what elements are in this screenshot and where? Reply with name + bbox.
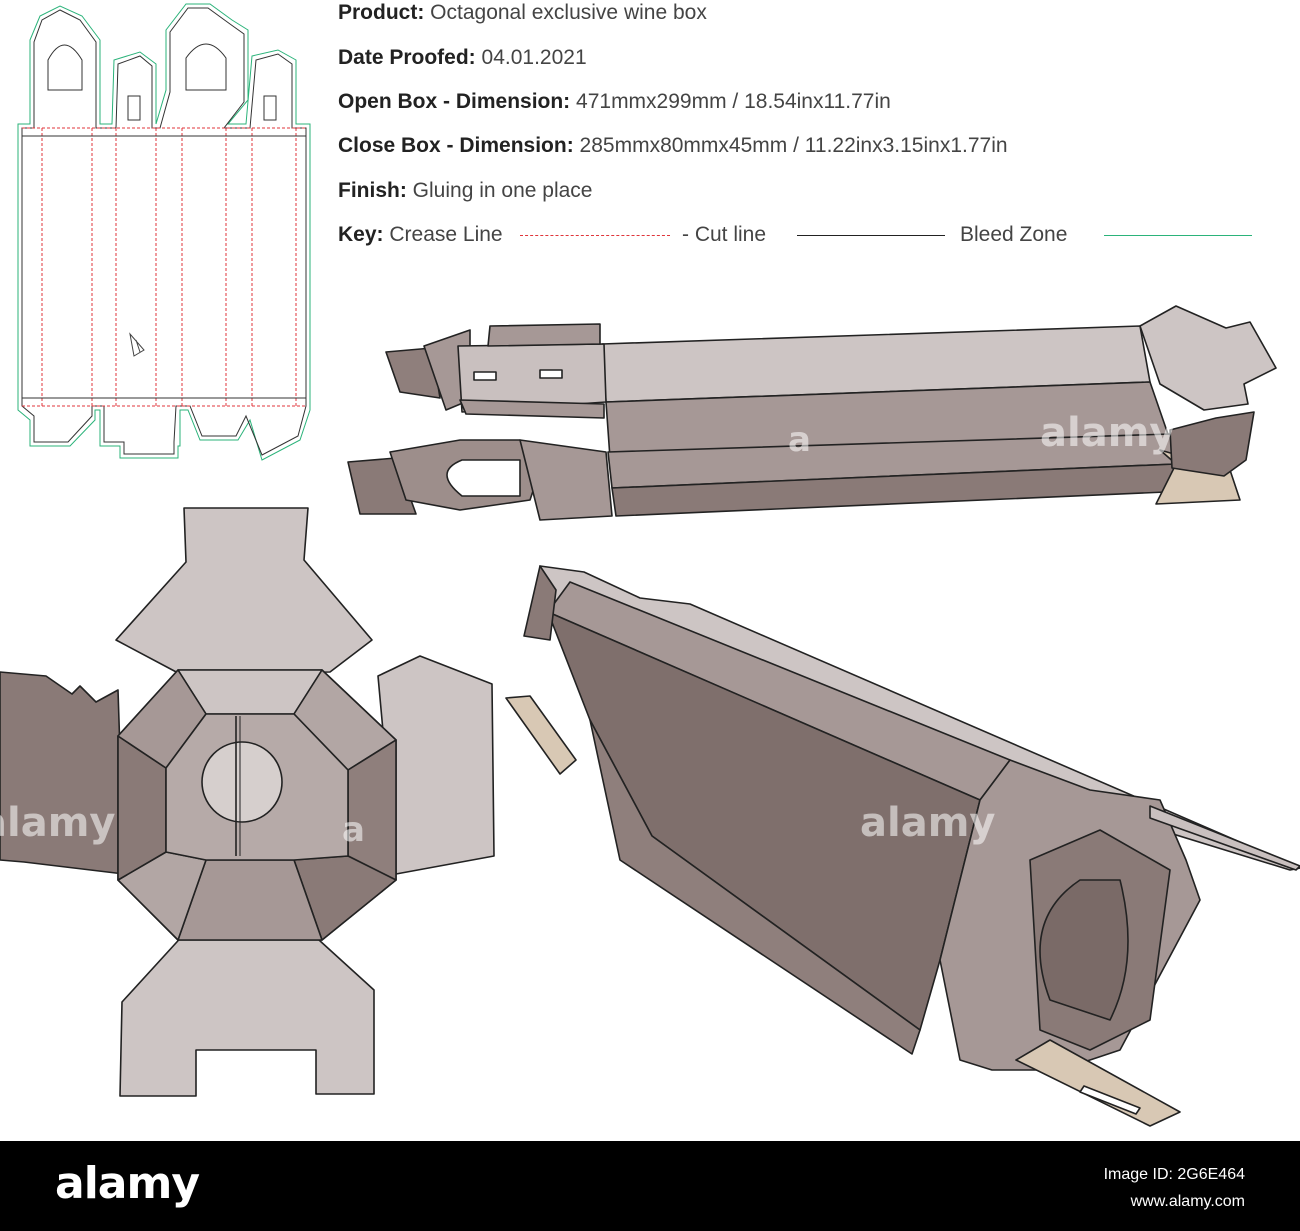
spec-finish: Finish: Gluing in one place: [338, 179, 592, 203]
key-row: Key: Crease Line: [338, 223, 503, 247]
artwork: [0, 3, 1300, 1127]
die-line-layout: [17, 3, 311, 461]
watermark-1: alamy: [1040, 410, 1176, 456]
spec-product-value: Octagonal exclusive wine box: [430, 1, 707, 24]
watermark-5: a: [342, 810, 365, 850]
spec-date-label: Date Proofed:: [338, 46, 476, 69]
bleed-line-sample: [1104, 235, 1252, 236]
spec-close-value: 285mmx80mmx45mm / 11.22inx3.15inx1.77in: [579, 134, 1008, 157]
stock-footer: [0, 1141, 1300, 1231]
watermark-3: alamy: [860, 800, 996, 846]
cut-line-sample: [797, 235, 945, 236]
upper-left-tab-top: [487, 323, 601, 347]
crease-lines: [22, 127, 306, 407]
bleed-outline: [17, 3, 311, 461]
upper-slot-1: [473, 371, 497, 381]
spec-date: Date Proofed: 04.01.2021: [338, 46, 587, 70]
key-cut-text: - Cut line: [682, 223, 767, 246]
diag-bottom-tab-slot: [1079, 1085, 1141, 1115]
footer-image-id: Image ID: 2G6E464: [1103, 1166, 1245, 1183]
top-arch-1: [47, 44, 83, 91]
spec-open: Open Box - Dimension: 471mmx299mm / 18.5…: [338, 90, 891, 114]
crease-line-sample: [520, 235, 670, 236]
left-flap: [0, 671, 125, 875]
top-arch-2: [185, 43, 227, 91]
diag-under-face: [589, 719, 921, 1055]
panel-lines: [22, 135, 306, 399]
footer-brand-logo: alamy: [55, 1158, 200, 1209]
upper-left-lower: [459, 399, 605, 419]
diag-left-tab: [505, 695, 577, 775]
upper-slot-2: [539, 369, 563, 379]
upper-left-flap-a: [385, 347, 441, 399]
diag-end-hole: [1039, 879, 1129, 1021]
top-flap: [115, 507, 373, 675]
upper-right-end: [1139, 305, 1277, 411]
spec-product: Product: Octagonal exclusive wine box: [338, 1, 707, 25]
long-box-upper: [347, 305, 1277, 521]
spec-close: Close Box - Dimension: 285mmx80mmx45mm /…: [338, 134, 1008, 158]
glue-mark: [129, 332, 145, 357]
bottom-flap: [119, 929, 375, 1097]
cut-outline: [21, 7, 307, 456]
key-cut: - Cut line: [682, 223, 766, 247]
lower-left-tab: [519, 439, 613, 521]
footer-url[interactable]: www.alamy.com: [1130, 1193, 1245, 1210]
watermark-4: alamy: [0, 800, 116, 846]
spec-finish-value: Gluing in one place: [412, 179, 593, 202]
spec-open-value: 471mmx299mm / 18.54inx11.77in: [576, 90, 891, 113]
spec-open-label: Open Box - Dimension:: [338, 90, 571, 113]
key-bleed-text: Bleed Zone: [960, 223, 1068, 246]
key-crease-text: Crease Line: [389, 223, 503, 246]
watermark-2: a: [788, 420, 811, 460]
key-label: Key:: [338, 223, 384, 246]
diagonal-box: [505, 565, 1300, 1127]
key-bleed: Bleed Zone: [960, 223, 1067, 247]
lower-right-flap: [1169, 411, 1255, 477]
diag-bottom-tab: [1015, 1039, 1181, 1127]
lower-left-arch-hole: [446, 459, 521, 497]
bottle-hole: [201, 741, 283, 823]
diag-right-strip: [1149, 805, 1300, 871]
diag-end-flap: [523, 565, 557, 641]
slot-2: [263, 95, 277, 121]
spec-product-label: Product:: [338, 1, 425, 24]
octagon-view: [0, 507, 495, 1097]
slot-1: [127, 95, 141, 121]
spec-finish-label: Finish:: [338, 179, 407, 202]
spec-date-value: 04.01.2021: [481, 46, 587, 69]
spec-close-label: Close Box - Dimension:: [338, 134, 574, 157]
